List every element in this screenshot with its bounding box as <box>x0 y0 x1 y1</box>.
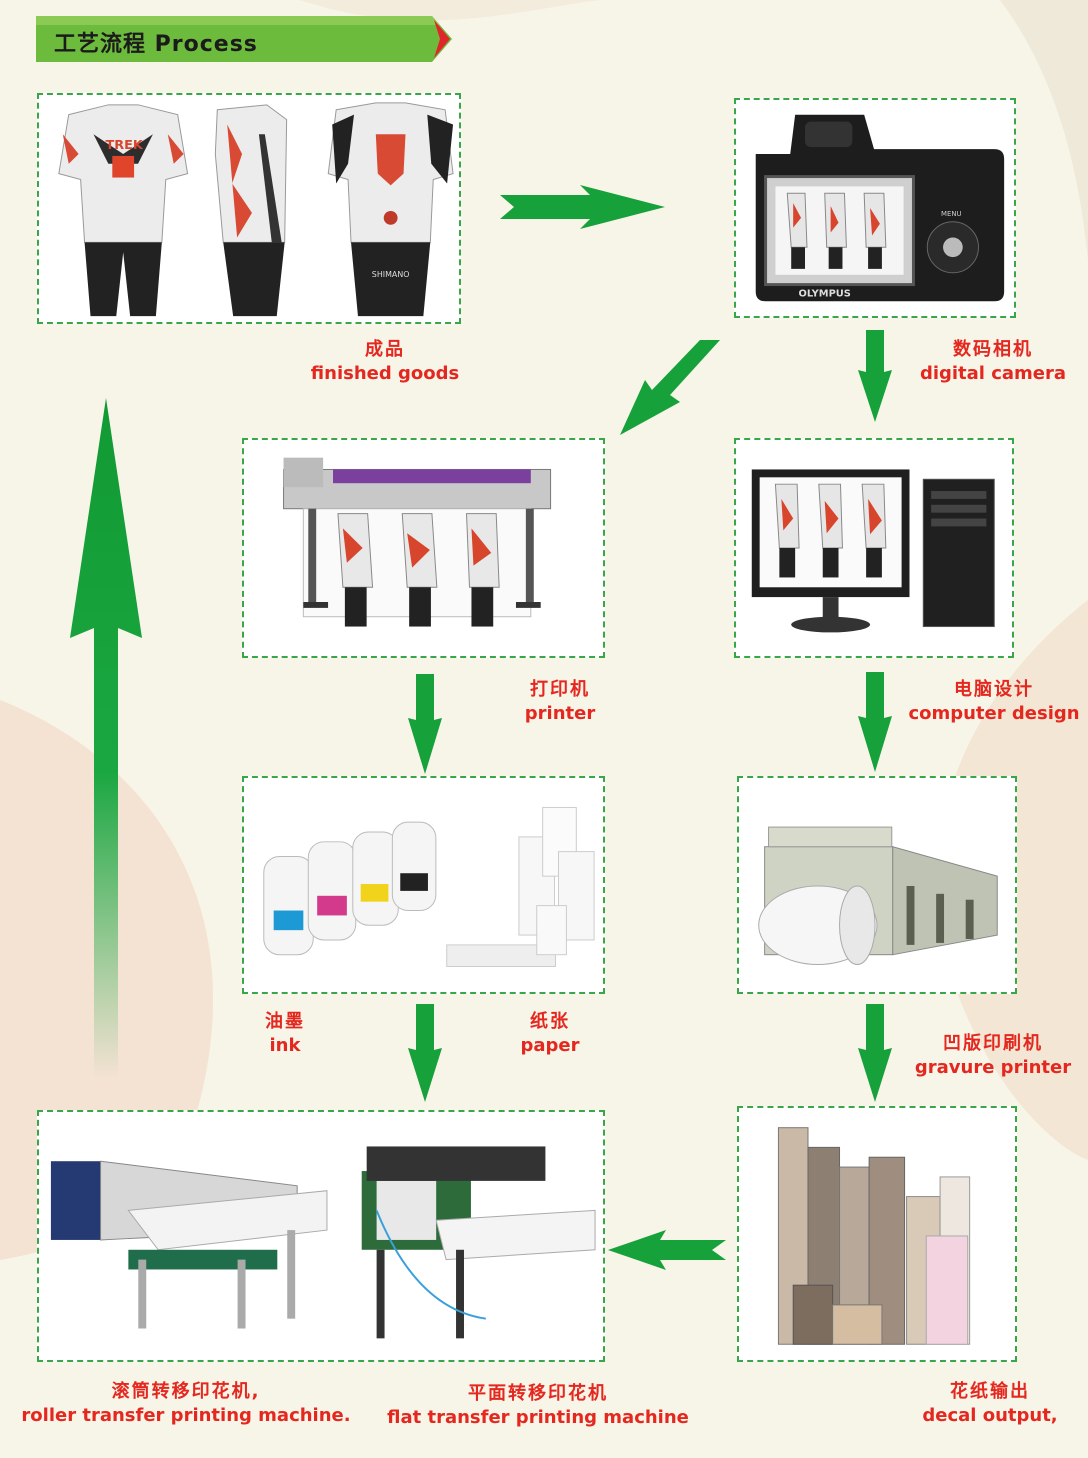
decal-output-image <box>737 1106 1017 1362</box>
arrow-down-gravure <box>858 1004 892 1102</box>
label-gravure-printer: 凹版印刷机 gravure printer <box>898 1032 1088 1080</box>
digital-camera-image: OLYMPUS MENU <box>734 98 1016 318</box>
label-computer-design: 电脑设计 computer design <box>900 678 1088 726</box>
label-roller-transfer-en: roller transfer printing machine. <box>21 1405 351 1426</box>
section-header: 工艺流程 Process <box>36 16 452 62</box>
arrow-down-ink <box>408 1004 442 1102</box>
label-ink-en: ink <box>269 1035 301 1056</box>
jersey-brand-text: TREK <box>105 138 144 153</box>
label-decal-output-zh: 花纸输出 <box>950 1381 1030 1402</box>
label-computer-design-en: computer design <box>908 703 1080 724</box>
label-flat-transfer-en: flat transfer printing machine <box>387 1407 689 1428</box>
label-finished-goods: 成品 finished goods <box>285 338 485 386</box>
jersey-sponsor-text: SHIMANO <box>372 270 410 279</box>
label-ink-zh: 油墨 <box>265 1011 305 1032</box>
camera-menu-text: MENU <box>941 210 961 218</box>
finished-goods-image: TREK SHIMANO <box>37 93 461 324</box>
arrow-left-decal <box>608 1230 726 1270</box>
printer-image <box>242 438 605 658</box>
arrow-up-big <box>70 398 142 1078</box>
page-title: 工艺流程 Process <box>54 32 258 57</box>
arrow-down-computer <box>858 672 892 772</box>
label-finished-goods-zh: 成品 <box>365 339 405 360</box>
transfer-machines-image <box>37 1110 605 1362</box>
label-gravure-printer-en: gravure printer <box>914 1057 1072 1078</box>
label-paper-en: paper <box>520 1035 580 1056</box>
computer-design-image <box>734 438 1014 658</box>
label-printer-en: printer <box>524 703 596 724</box>
label-digital-camera: 数码相机 digital camera <box>898 338 1088 386</box>
label-decal-output-en: decal output, <box>922 1405 1058 1426</box>
label-gravure-printer-zh: 凹版印刷机 <box>943 1033 1043 1054</box>
label-finished-goods-en: finished goods <box>310 363 460 384</box>
arrow-down-printer <box>408 674 442 774</box>
label-computer-design-zh: 电脑设计 <box>954 679 1034 700</box>
gravure-printer-image <box>737 776 1017 994</box>
label-flat-transfer-zh: 平面转移印花机 <box>468 1383 608 1404</box>
label-digital-camera-zh: 数码相机 <box>953 339 1033 360</box>
ink-paper-image <box>242 776 605 994</box>
label-decal-output: 花纸输出 decal output, <box>900 1380 1080 1428</box>
label-paper-zh: 纸张 <box>530 1011 570 1032</box>
arrow-down-camera <box>858 330 892 422</box>
arrow-diagonal-to-printer <box>620 340 720 435</box>
label-flat-transfer: 平面转移印花机 flat transfer printing machine <box>378 1382 698 1430</box>
label-paper: 纸张 paper <box>500 1010 600 1058</box>
arrow-right-1 <box>500 185 665 229</box>
label-digital-camera-en: digital camera <box>919 363 1067 384</box>
label-ink: 油墨 ink <box>240 1010 330 1058</box>
label-roller-transfer: 滚筒转移印花机, roller transfer printing machin… <box>6 1380 366 1428</box>
label-printer-zh: 打印机 <box>530 679 590 700</box>
label-roller-transfer-zh: 滚筒转移印花机, <box>111 1381 261 1402</box>
camera-brand-text: OLYMPUS <box>799 288 851 299</box>
label-printer: 打印机 printer <box>490 678 630 726</box>
